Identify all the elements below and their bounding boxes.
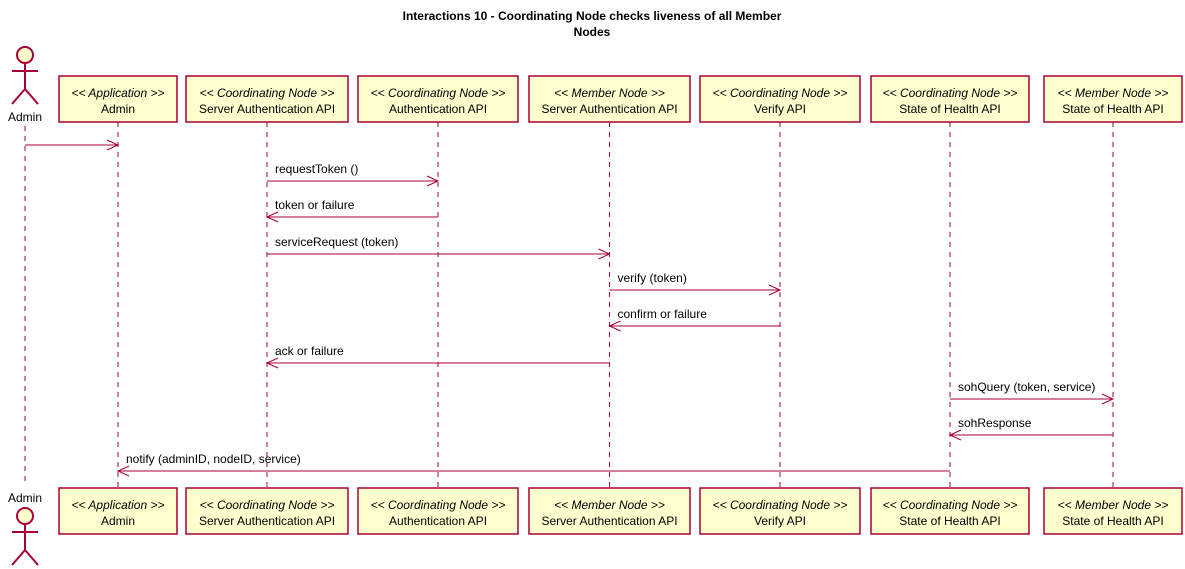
arrowhead <box>106 139 120 151</box>
participant-top-2: << Coordinating Node >> Authentication AP… <box>357 75 519 123</box>
participant-bottom-3: << Member Node >> Server Authentication A… <box>528 487 691 535</box>
participant-top-4: << Coordinating Node >> Verify API <box>699 75 861 123</box>
participant-stereotype: << Coordinating Node >> <box>883 498 1018 512</box>
message-0 <box>25 139 120 151</box>
participant-name: Admin <box>101 514 135 528</box>
participant-name: Server Authentication API <box>199 102 335 116</box>
participant-stereotype: << Coordinating Node >> <box>371 86 506 100</box>
arrowhead <box>426 175 440 187</box>
participant-box <box>699 75 861 123</box>
participant-bottom-6: << Member Node >> State of Health API <box>1043 487 1183 535</box>
actor-label: Admin <box>8 110 42 124</box>
arrowhead <box>1101 393 1115 405</box>
participant-box <box>185 75 349 123</box>
message-label: ack or failure <box>275 344 344 358</box>
message-label: confirm or failure <box>618 307 708 321</box>
participant-stereotype: << Application >> <box>72 498 165 512</box>
participant-stereotype: << Member Node >> <box>1058 498 1169 512</box>
participant-name: Admin <box>101 102 135 116</box>
participant-name: Verify API <box>754 514 806 528</box>
participant-name: Authentication API <box>389 102 487 116</box>
participant-bottom-0: << Application >> Admin <box>58 487 178 535</box>
participant-name: Server Authentication API <box>541 102 677 116</box>
participant-box <box>357 487 519 535</box>
participant-name: State of Health API <box>1062 102 1163 116</box>
participant-bottom-1: << Coordinating Node >> Server Authentica… <box>185 487 349 535</box>
participant-box <box>528 75 691 123</box>
arrowhead <box>265 211 279 223</box>
participant-box <box>185 487 349 535</box>
diagram-title-line-2: Nodes <box>574 25 611 39</box>
participant-name: State of Health API <box>899 102 1000 116</box>
participant-stereotype: << Coordinating Node >> <box>713 86 848 100</box>
participant-stereotype: << Member Node >> <box>554 498 665 512</box>
participant-bottom-5: << Coordinating Node >> State of Health A… <box>870 487 1030 535</box>
participant-stereotype: << Member Node >> <box>1058 86 1169 100</box>
arrowhead <box>768 284 782 296</box>
message-7: sohQuery (token, service) <box>950 380 1115 405</box>
arrowhead <box>116 465 130 477</box>
message-label: requestToken () <box>275 162 358 176</box>
participant-box <box>870 487 1030 535</box>
participant-stereotype: << Coordinating Node >> <box>713 498 848 512</box>
arrowhead <box>608 320 621 332</box>
actor-top: Admin <box>8 46 42 124</box>
participant-bottom-2: << Coordinating Node >> Authentication AP… <box>357 487 519 535</box>
message-label: verify (token) <box>618 271 687 285</box>
participant-box <box>1043 75 1183 123</box>
actor-label: Admin <box>8 491 42 505</box>
participant-name: Verify API <box>754 102 806 116</box>
message-8: sohResponse <box>948 416 1113 441</box>
participant-name: Server Authentication API <box>541 514 677 528</box>
actor-icon <box>16 46 34 64</box>
participant-name: Server Authentication API <box>199 514 335 528</box>
message-label: sohResponse <box>958 416 1032 430</box>
participant-stereotype: << Application >> <box>72 86 165 100</box>
participant-box <box>699 487 861 535</box>
participant-name: State of Health API <box>1062 514 1163 528</box>
participant-top-6: << Member Node >> State of Health API <box>1043 75 1183 123</box>
arrowhead <box>948 429 962 441</box>
actor-bottom: Admin <box>8 491 42 566</box>
participant-stereotype: << Coordinating Node >> <box>200 86 335 100</box>
message-label: sohQuery (token, service) <box>958 380 1095 394</box>
participant-stereotype: << Coordinating Node >> <box>883 86 1018 100</box>
message-1: requestToken () <box>267 162 440 187</box>
participant-name: Authentication API <box>389 514 487 528</box>
participant-bottom-4: << Coordinating Node >> Verify API <box>699 487 861 535</box>
participant-stereotype: << Coordinating Node >> <box>200 498 335 512</box>
participant-top-3: << Member Node >> Server Authentication A… <box>528 75 691 123</box>
participant-top-0: << Application >> Admin <box>58 75 178 123</box>
participant-box <box>528 487 691 535</box>
message-5: confirm or failure <box>608 307 780 332</box>
actor-icon <box>16 507 34 525</box>
participant-box <box>870 75 1030 123</box>
participant-box <box>357 75 519 123</box>
message-2: token or failure <box>265 198 438 223</box>
message-label: token or failure <box>275 198 355 212</box>
message-4: verify (token) <box>609 271 782 296</box>
arrowhead <box>265 357 279 369</box>
message-3: serviceRequest (token) <box>267 235 611 260</box>
message-6: ack or failure <box>265 344 610 369</box>
participant-box <box>58 487 178 535</box>
participant-top-5: << Coordinating Node >> State of Health A… <box>870 75 1030 123</box>
diagram-title-line-1: Interactions 10 - Coordinating Node chec… <box>403 9 782 23</box>
participant-name: State of Health API <box>899 514 1000 528</box>
message-9: notify (adminID, nodeID, service) <box>116 452 950 477</box>
participant-stereotype: << Member Node >> <box>554 86 665 100</box>
participant-stereotype: << Coordinating Node >> <box>371 498 506 512</box>
arrowhead <box>598 248 611 260</box>
message-label: notify (adminID, nodeID, service) <box>126 452 301 466</box>
participant-box <box>58 75 178 123</box>
participant-box <box>1043 487 1183 535</box>
message-label: serviceRequest (token) <box>275 235 398 249</box>
participant-top-1: << Coordinating Node >> Server Authentica… <box>185 75 349 123</box>
